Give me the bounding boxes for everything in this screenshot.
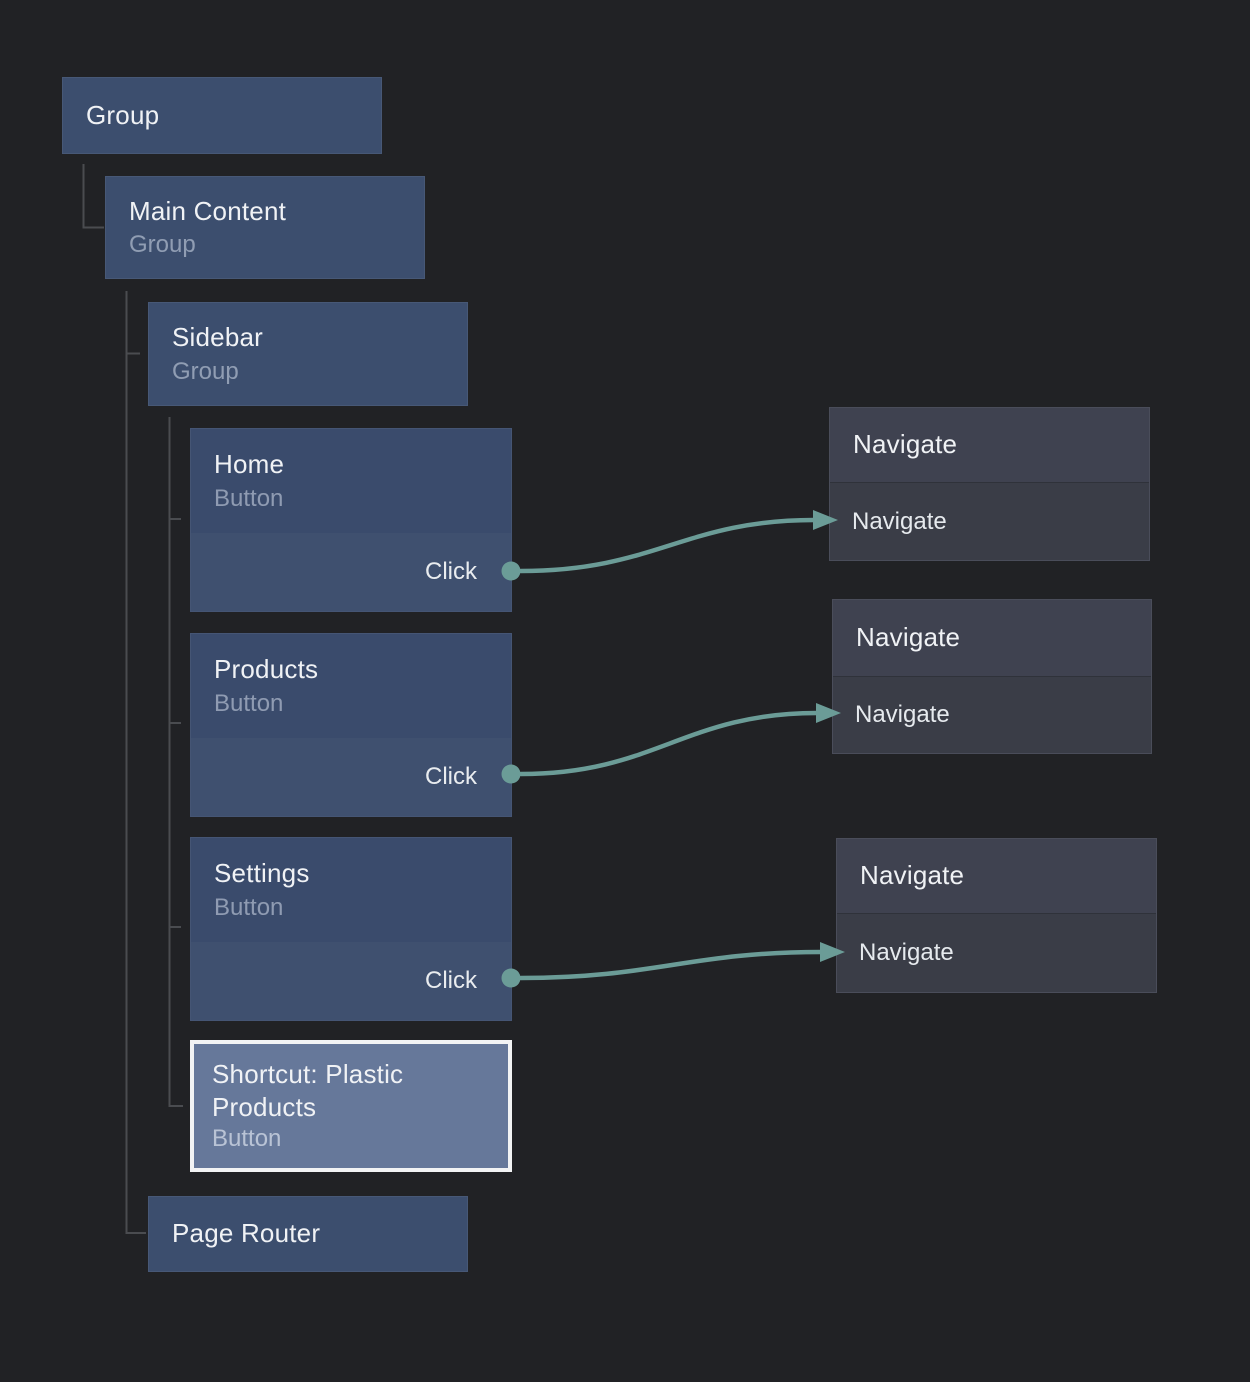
node-header: Main Content Group xyxy=(106,177,424,278)
tree-connector-main-to-page-router xyxy=(125,291,146,1234)
node-header: Navigate xyxy=(833,600,1151,676)
edge-settings-click-to-navigate-3[interactable] xyxy=(518,949,824,981)
node-header: Home Button xyxy=(191,429,511,533)
node-shortcut-plastic-products[interactable]: Shortcut: Plastic Products Button xyxy=(190,1040,512,1172)
node-header: Sidebar Group xyxy=(149,303,467,405)
node-title: Page Router xyxy=(172,1218,321,1249)
output-port-label: Click xyxy=(425,763,477,790)
node-main-content[interactable]: Main Content Group xyxy=(105,176,425,279)
node-home[interactable]: Home Button Click xyxy=(190,428,512,612)
node-input-row: Navigate xyxy=(830,482,1149,560)
node-header: Products Button xyxy=(191,634,511,738)
node-input-row: Navigate xyxy=(833,676,1151,753)
node-title: Home xyxy=(214,449,285,480)
node-settings[interactable]: Settings Button Click xyxy=(190,837,512,1021)
node-title: Group xyxy=(86,99,160,130)
node-group-root[interactable]: Group xyxy=(62,77,382,154)
node-header: Navigate xyxy=(837,839,1156,913)
node-products[interactable]: Products Button Click xyxy=(190,633,512,817)
node-output-row: Click xyxy=(191,533,511,611)
node-page-router[interactable]: Page Router xyxy=(148,1196,468,1272)
node-title: Settings xyxy=(214,858,310,889)
input-port-label: Navigate xyxy=(859,939,954,966)
node-type-label: Button xyxy=(214,689,284,717)
node-header: Settings Button xyxy=(191,838,511,942)
output-port-label: Click xyxy=(425,558,477,585)
node-header: Navigate xyxy=(830,408,1149,482)
tree-connector-sidebar-to-shortcut xyxy=(168,417,183,1107)
node-type-label: Button xyxy=(214,484,284,512)
node-type-label: Group xyxy=(172,357,239,385)
node-title: Navigate xyxy=(856,622,961,653)
edge-products-click-to-navigate-2[interactable] xyxy=(518,710,820,777)
node-title: Shortcut: Plastic Products xyxy=(212,1058,404,1122)
input-port-label: Navigate xyxy=(855,701,950,728)
node-type-label: Button xyxy=(214,893,284,921)
node-title: Navigate xyxy=(860,860,965,891)
tree-connector-group-to-main xyxy=(82,164,104,229)
node-navigate-3[interactable]: Navigate Navigate xyxy=(836,838,1157,993)
node-navigate-2[interactable]: Navigate Navigate xyxy=(832,599,1152,754)
node-title: Main Content xyxy=(129,195,287,226)
input-port-label: Navigate xyxy=(852,507,947,535)
output-port-label: Click xyxy=(425,967,477,994)
node-sidebar[interactable]: Sidebar Group xyxy=(148,302,468,406)
node-type-label: Button xyxy=(212,1125,282,1153)
node-title: Sidebar xyxy=(172,322,264,353)
node-title: Products xyxy=(214,654,319,685)
node-type-label: Group xyxy=(129,231,196,259)
node-output-row: Click xyxy=(191,942,511,1020)
node-output-row: Click xyxy=(191,738,511,816)
node-navigate-1[interactable]: Navigate Navigate xyxy=(829,407,1150,561)
node-input-row: Navigate xyxy=(837,913,1156,992)
node-title: Navigate xyxy=(853,429,958,460)
edge-home-click-to-navigate-1[interactable] xyxy=(518,517,817,574)
